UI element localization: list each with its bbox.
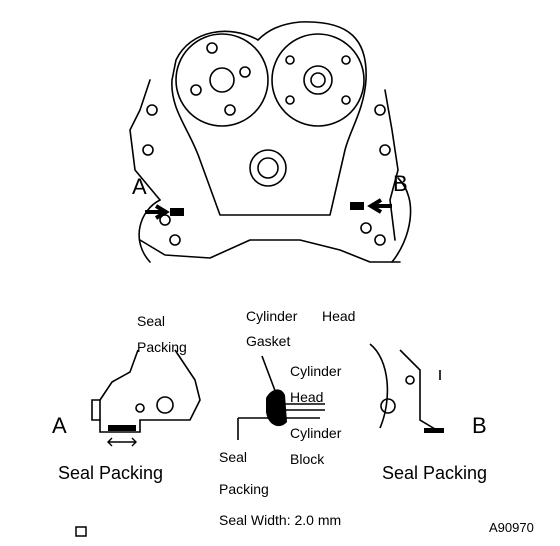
seal-packing-mid-line2: Packing — [219, 481, 269, 497]
timing-belt — [171, 21, 367, 216]
seal-width-note: Seal Width: 2.0 mm — [219, 512, 342, 528]
seal-mark-a-top — [170, 208, 184, 216]
seal-packing-left-caption: Seal Packing — [58, 463, 164, 483]
seal-mark-a-bottom — [108, 425, 136, 431]
left-cam-gear — [175, 33, 269, 127]
bottom-label-a: A — [52, 413, 67, 438]
arrow-b-top — [367, 198, 392, 214]
seal-bead-center — [266, 389, 287, 427]
cylinder-head-line1: Cylinder — [290, 363, 342, 379]
seal-packing-top-line2: Packing — [137, 339, 187, 355]
top-label-b: B — [393, 171, 408, 196]
dim-arrow-a — [107, 437, 137, 447]
top-label-a: A — [132, 174, 147, 199]
cylinder-head-gasket-line3: Gasket — [246, 333, 291, 349]
cylinder-block-line1: Cylinder — [290, 425, 342, 441]
cylinder-head-gasket-line2: Head — [322, 308, 356, 324]
cylinder-block-line2: Block — [290, 451, 325, 467]
corner-icon — [75, 526, 87, 537]
seal-mark-b-top — [350, 202, 364, 210]
tensioner — [249, 149, 287, 187]
seal-packing-mid-line1: Seal — [219, 449, 248, 465]
cylinder-head-gasket-line1: Cylinder — [246, 308, 298, 324]
right-cam-gear — [271, 33, 365, 127]
bottom-label-b: B — [472, 413, 487, 438]
cylinder-head-line2: Head — [290, 389, 324, 405]
seal-packing-right-caption: Seal Packing — [382, 463, 488, 483]
arrow-a-top — [145, 204, 170, 220]
seal-packing-top-line1: Seal — [137, 313, 166, 329]
figure-code: A90970 — [489, 520, 534, 535]
seal-mark-b-bottom — [424, 428, 444, 433]
